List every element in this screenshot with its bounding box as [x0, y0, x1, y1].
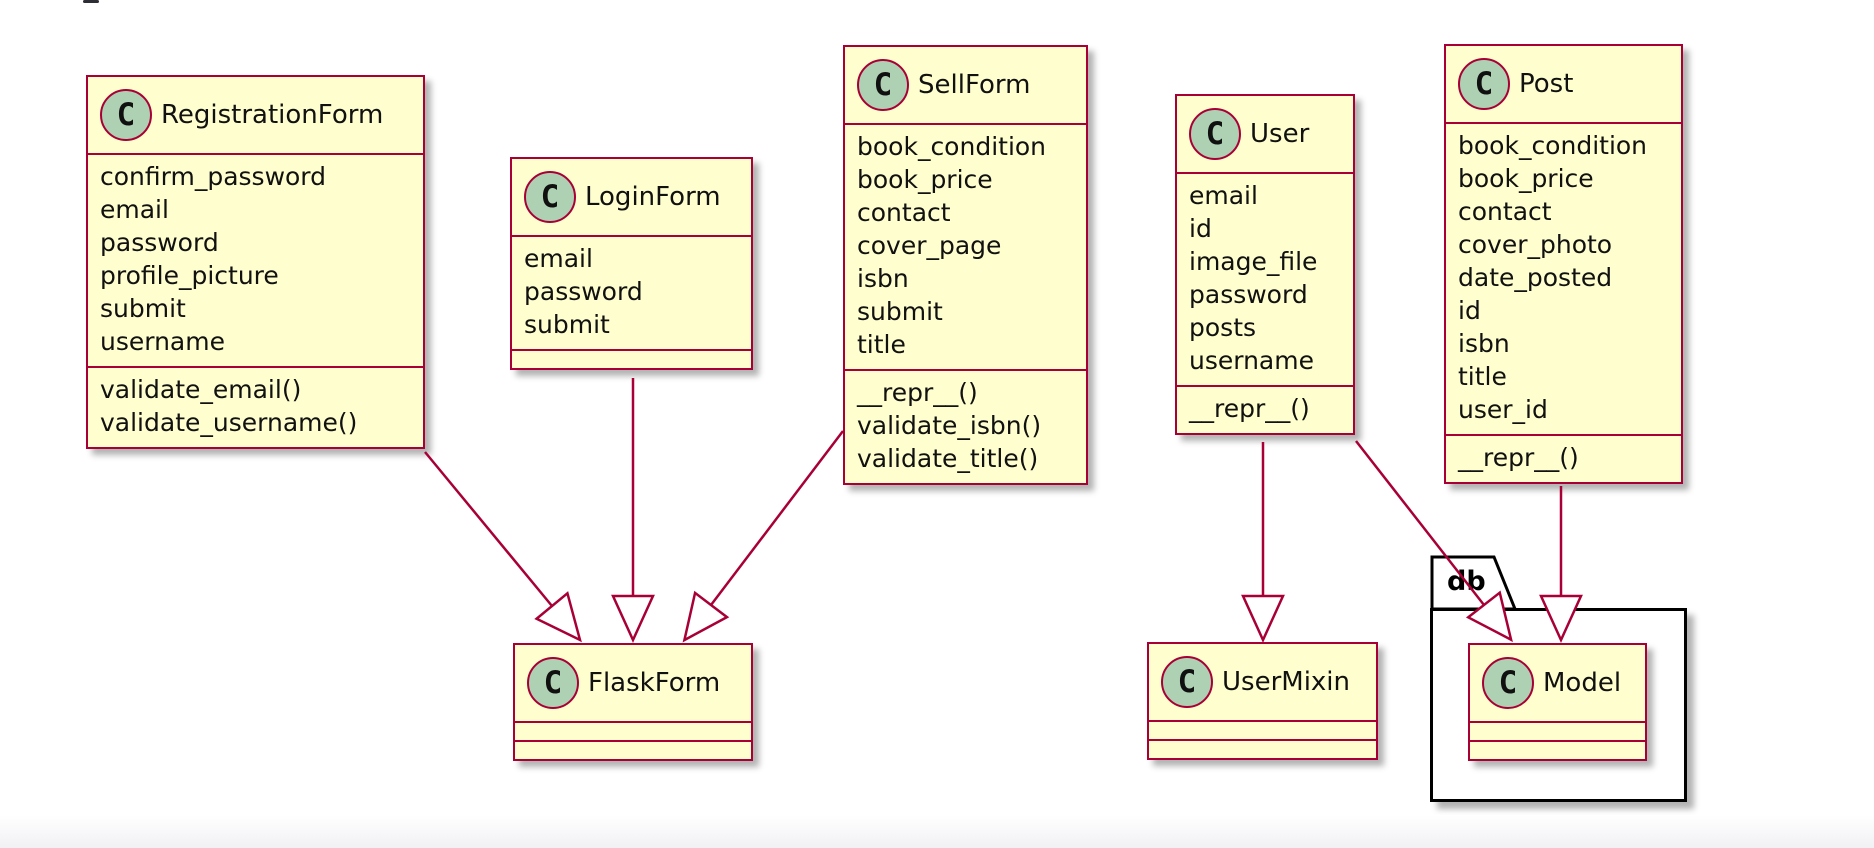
attributes-compartment: email password submit: [512, 235, 751, 349]
attribute: profile_picture: [100, 261, 279, 290]
methods-compartment: validate_email() validate_username(): [88, 366, 423, 447]
attribute: book_condition: [857, 132, 1047, 161]
class-registrationform: C RegistrationForm confirm_password emai…: [86, 75, 425, 449]
attribute: password: [524, 277, 643, 306]
attributes-compartment: [1149, 720, 1376, 739]
attribute: posts: [1189, 313, 1257, 342]
class-stereotype-icon: C: [1189, 108, 1241, 160]
class-sellform: C SellForm book_condition book_price con…: [843, 45, 1088, 485]
attribute: isbn: [1458, 329, 1510, 358]
method: __repr__(): [1189, 394, 1310, 423]
class-model-header: C Model: [1470, 645, 1645, 721]
class-name: Post: [1519, 69, 1574, 99]
attribute: cover_photo: [1458, 230, 1613, 259]
cropped-edge-artifact: [83, 0, 99, 3]
method: validate_username(): [100, 408, 358, 437]
class-stereotype-icon: C: [1482, 657, 1534, 709]
class-usermixin: C UserMixin: [1147, 642, 1378, 760]
method: __repr__(): [857, 378, 978, 407]
class-name: LoginForm: [585, 182, 721, 212]
methods-compartment: __repr__(): [1177, 385, 1353, 433]
class-flaskform: C FlaskForm: [513, 643, 753, 761]
attribute: image_file: [1189, 247, 1318, 276]
class-flaskform-header: C FlaskForm: [515, 645, 751, 721]
attributes-compartment: email id image_file password posts usern…: [1177, 172, 1353, 385]
attributes-compartment: [1470, 721, 1645, 740]
attribute: submit: [524, 310, 610, 339]
class-stereotype-icon: C: [527, 657, 579, 709]
attribute: username: [1189, 346, 1314, 375]
class-name: Model: [1543, 668, 1622, 698]
methods-compartment: [512, 349, 751, 368]
class-usermixin-header: C UserMixin: [1149, 644, 1376, 720]
class-name: RegistrationForm: [161, 100, 384, 130]
attribute: title: [857, 330, 906, 359]
attribute: submit: [857, 297, 943, 326]
class-stereotype-icon: C: [524, 171, 576, 223]
attribute: password: [100, 228, 219, 257]
attribute: book_price: [1458, 164, 1594, 193]
attribute: password: [1189, 280, 1308, 309]
attribute: email: [100, 195, 169, 224]
attribute: contact: [857, 198, 951, 227]
attribute: username: [100, 327, 225, 356]
methods-compartment: __repr__(): [1446, 434, 1681, 482]
class-stereotype-icon: C: [1458, 58, 1510, 110]
methods-compartment: __repr__() validate_isbn() validate_titl…: [845, 369, 1086, 483]
attribute: date_posted: [1458, 263, 1613, 292]
method: validate_title(): [857, 444, 1039, 473]
attributes-compartment: book_condition book_price contact cover_…: [1446, 122, 1681, 434]
method: validate_isbn(): [857, 411, 1042, 440]
class-name: UserMixin: [1222, 667, 1351, 697]
class-stereotype-icon: C: [857, 59, 909, 111]
class-name: SellForm: [918, 70, 1031, 100]
class-loginform: C LoginForm email password submit: [510, 157, 753, 370]
package-db-label: db: [1447, 566, 1486, 597]
attribute: book_condition: [1458, 131, 1648, 160]
methods-compartment: [515, 740, 751, 759]
class-user-header: C User: [1177, 96, 1353, 172]
attribute: id: [1189, 214, 1212, 243]
attribute: contact: [1458, 197, 1552, 226]
methods-compartment: [1470, 740, 1645, 759]
attribute: confirm_password: [100, 162, 327, 191]
class-post-header: C Post: [1446, 46, 1681, 122]
attribute: book_price: [857, 165, 993, 194]
page-bottom-strip: [0, 815, 1874, 848]
class-stereotype-icon: C: [1161, 656, 1213, 708]
attribute: user_id: [1458, 395, 1548, 424]
class-name: FlaskForm: [588, 668, 721, 698]
attribute: submit: [100, 294, 186, 323]
class-sellform-header: C SellForm: [845, 47, 1086, 123]
attribute: isbn: [857, 264, 909, 293]
class-user: C User email id image_file password post…: [1175, 94, 1355, 435]
inheritance-arrow-sellform-flaskform: [682, 430, 844, 643]
class-registrationform-header: C RegistrationForm: [88, 77, 423, 153]
attribute: id: [1458, 296, 1481, 325]
class-stereotype-icon: C: [100, 89, 152, 141]
attributes-compartment: [515, 721, 751, 740]
inheritance-arrow-registrationform-flaskform: [424, 451, 582, 643]
class-model: C Model: [1468, 643, 1647, 761]
method: __repr__(): [1458, 443, 1579, 472]
attribute: title: [1458, 362, 1507, 391]
attribute: email: [524, 244, 593, 273]
attribute: email: [1189, 181, 1258, 210]
class-loginform-header: C LoginForm: [512, 159, 751, 235]
class-name: User: [1250, 119, 1310, 149]
attributes-compartment: book_condition book_price contact cover_…: [845, 123, 1086, 369]
class-post: C Post book_condition book_price contact…: [1444, 44, 1683, 484]
methods-compartment: [1149, 739, 1376, 758]
attribute: cover_page: [857, 231, 1002, 260]
method: validate_email(): [100, 375, 302, 404]
attributes-compartment: confirm_password email password profile_…: [88, 153, 423, 366]
